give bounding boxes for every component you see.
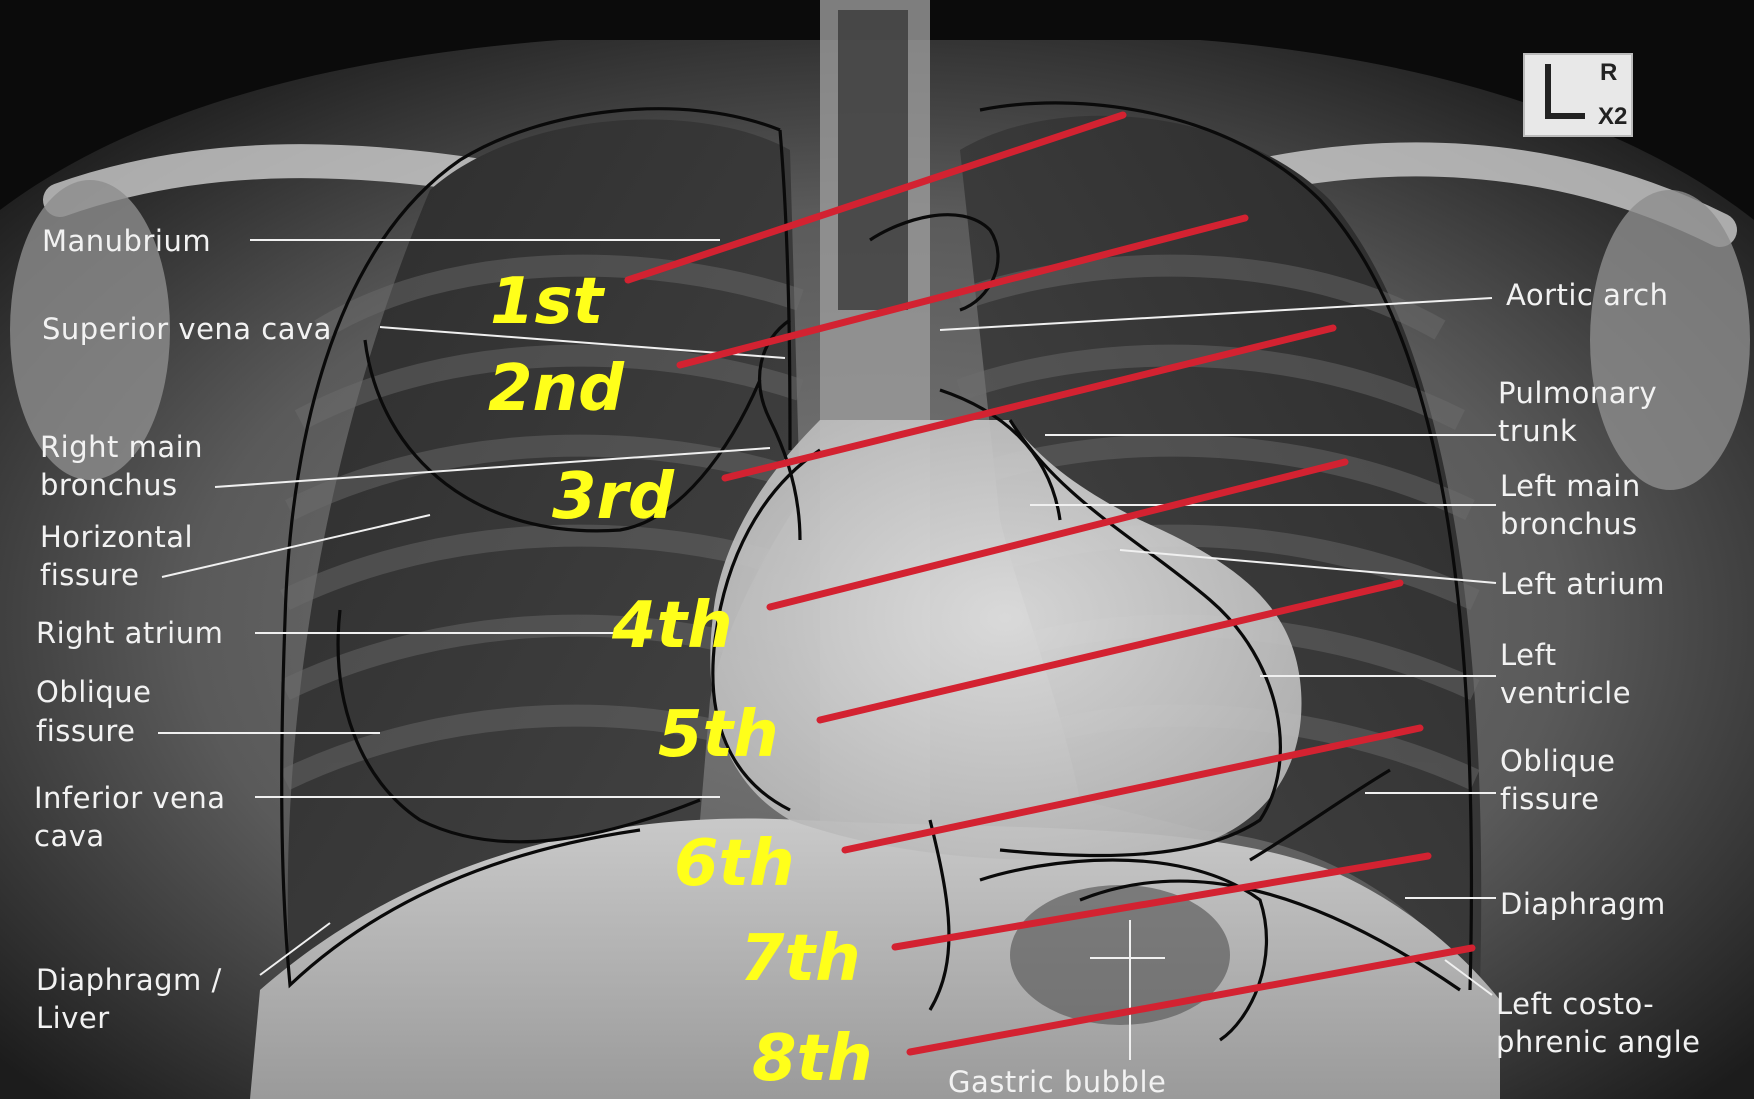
label-superior-vena-cava: Superior vena cava — [42, 312, 332, 346]
label-right-atrium: Right atrium — [36, 616, 223, 650]
trachea — [838, 10, 908, 310]
label-diaphragm-right: Diaphragm — [1500, 887, 1666, 921]
orientation-marker: R X2 — [1524, 54, 1632, 136]
label-left-atrium: Left atrium — [1500, 567, 1665, 601]
label-aortic-arch: Aortic arch — [1506, 278, 1668, 312]
rib-number-8: 8th — [752, 1022, 873, 1096]
label-manubrium: Manubrium — [42, 224, 211, 258]
marker-text-line-1: R — [1600, 59, 1617, 86]
rib-number-5: 5th — [658, 698, 779, 772]
rib-number-4: 4th — [611, 589, 733, 663]
rib-number-1: 1st — [490, 265, 606, 339]
rib-number-2: 2nd — [488, 352, 625, 426]
rib-number-6: 6th — [674, 827, 795, 901]
label-gastric-bubble: Gastric bubble — [948, 1065, 1166, 1099]
rib-number-7: 7th — [740, 922, 861, 996]
rib-number-3: 3rd — [552, 460, 675, 534]
marker-text-line-2: X2 — [1598, 103, 1627, 130]
